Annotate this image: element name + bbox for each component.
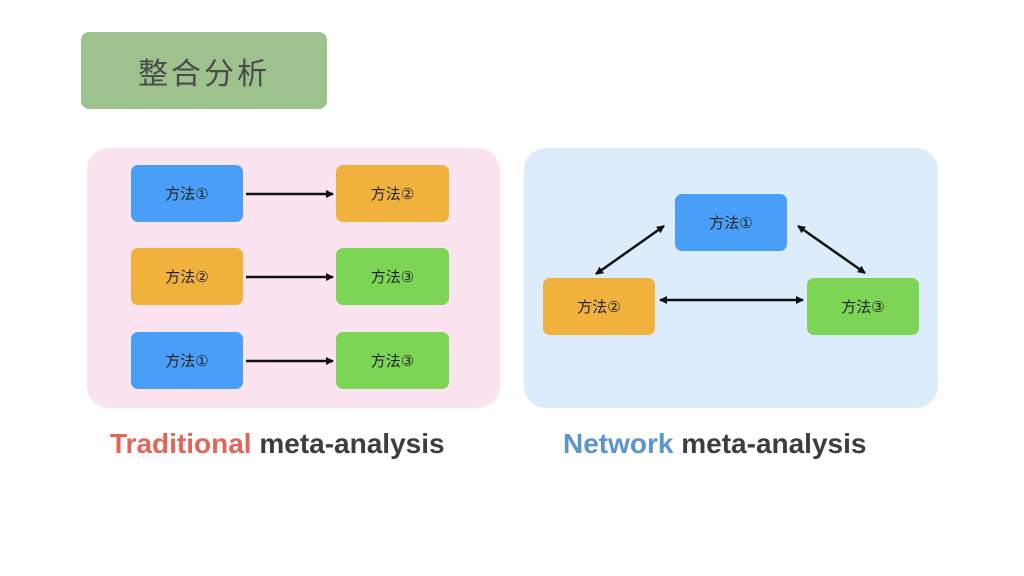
network-node-top: 方法① <box>675 194 787 251</box>
node-label: 方法① <box>709 214 753 232</box>
node-label: 方法① <box>165 352 209 370</box>
page-title: 整合分析 <box>138 56 270 92</box>
node-label: 方法② <box>370 185 415 203</box>
network-node-right: 方法③ <box>807 278 919 335</box>
traditional-row2-to-node: 方法③ <box>336 248 449 305</box>
node-label: 方法① <box>165 185 209 203</box>
traditional-caption-rest: meta-analysis <box>251 428 445 459</box>
node-label: 方法② <box>165 268 209 286</box>
network-caption: Network meta-analysis <box>563 428 866 460</box>
traditional-row3-to-node: 方法③ <box>336 332 449 389</box>
traditional-row2-from-node: 方法② <box>131 248 243 305</box>
network-caption-rest: meta-analysis <box>673 428 867 459</box>
node-label: 方法③ <box>370 268 415 286</box>
node-label: 方法③ <box>841 298 885 316</box>
node-label: 方法③ <box>370 352 415 370</box>
title-badge: 整合分析 <box>81 32 327 109</box>
network-node-left: 方法② <box>543 278 655 335</box>
traditional-row1-to-node: 方法② <box>336 165 449 222</box>
traditional-caption-highlight: Traditional <box>110 428 252 459</box>
network-caption-highlight: Network <box>563 428 674 459</box>
traditional-row3-from-node: 方法① <box>131 332 243 389</box>
traditional-row1-from-node: 方法① <box>131 165 243 222</box>
traditional-caption: Traditional meta-analysis <box>110 428 445 460</box>
node-label: 方法② <box>577 298 621 316</box>
